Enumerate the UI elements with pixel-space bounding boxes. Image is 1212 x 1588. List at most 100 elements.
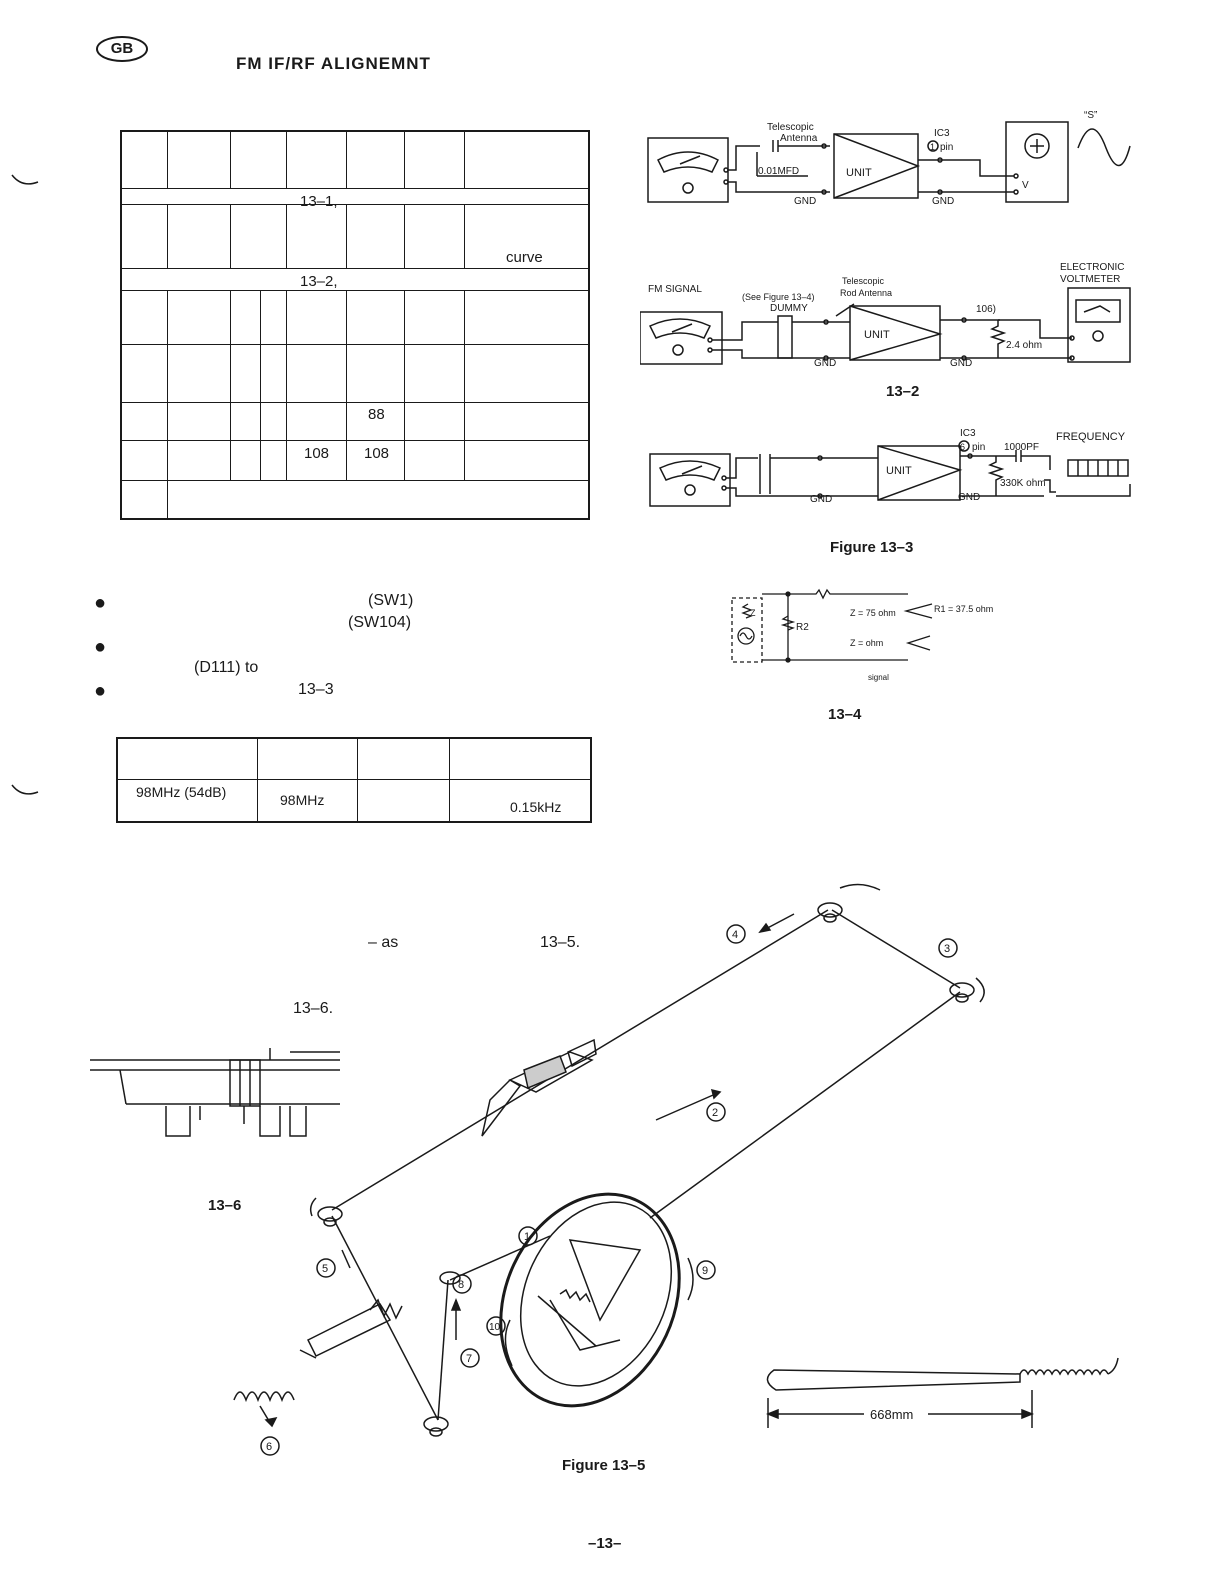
fig13-1-antenna: Antenna bbox=[780, 133, 818, 144]
signal-table: 98MHz (54dB) 98MHz 0.15kHz bbox=[116, 737, 592, 823]
bullet-3: ● bbox=[94, 680, 107, 702]
svg-text:1: 1 bbox=[524, 1231, 530, 1243]
fig13-1-telescopic: Telescopic bbox=[767, 122, 814, 133]
fig13-1-s: “S” bbox=[1084, 110, 1097, 121]
alignment-table: 13–1, curve 13–2, 88 108 108 bbox=[120, 130, 590, 520]
pulley-bottom bbox=[423, 1416, 449, 1437]
dial-pointer bbox=[481, 1038, 597, 1137]
page-number: –13– bbox=[588, 1535, 622, 1552]
callout-4: 4 bbox=[726, 924, 746, 944]
figure-13-5: 1 2 3 4 5 6 7 8 9 10 668mm bbox=[233, 883, 1119, 1456]
fig13-3-resistor: 330K ohm bbox=[1000, 478, 1046, 489]
fig13-3-cap: 1000PF bbox=[1004, 442, 1039, 453]
fig13-1-gnd-2: GND bbox=[932, 196, 954, 207]
svg-text:3: 3 bbox=[944, 943, 950, 955]
svg-text:6: 6 bbox=[266, 1441, 272, 1453]
callout-5: 5 bbox=[316, 1258, 336, 1278]
fig13-1-gnd-1: GND bbox=[794, 196, 816, 207]
svg-text:5: 5 bbox=[322, 1263, 328, 1275]
fig13-3-frequency: FREQUENCY bbox=[1056, 431, 1126, 443]
fig13-4-r2: R2 bbox=[796, 622, 809, 633]
svg-text:10: 10 bbox=[489, 1322, 501, 1333]
text-fig-13-5-ref: 13–5. bbox=[540, 934, 581, 951]
fig13-4-signal: signal bbox=[868, 673, 889, 682]
page-title: FM IF/RF ALIGNEMNT bbox=[236, 54, 431, 73]
callout-1: 1 bbox=[518, 1226, 538, 1246]
fig13-1-unit: UNIT bbox=[846, 167, 872, 179]
fig13-4-caption: 13–4 bbox=[828, 706, 862, 723]
bullet-1-sw1: (SW1) bbox=[368, 592, 414, 609]
fig13-3-gnd-2: GND bbox=[958, 492, 980, 503]
bullet-1-sw104: (SW104) bbox=[348, 614, 412, 631]
fig13-2-rod-antenna: Rod Antenna bbox=[840, 288, 892, 298]
fig13-1-cap: 0.01MFD bbox=[758, 166, 799, 177]
svg-text:9: 9 bbox=[702, 1265, 708, 1277]
bullet-2: ● bbox=[94, 636, 107, 658]
margin-mark-bottom bbox=[11, 784, 39, 795]
figure-13-1: Telescopic Antenna IC3 1 pin 0.01MFD UNI… bbox=[647, 110, 1131, 207]
fig13-1-ic3: IC3 bbox=[934, 128, 950, 139]
table2-cell-deviation: 0.15kHz bbox=[510, 799, 562, 815]
svg-text:4: 4 bbox=[732, 929, 738, 941]
fig13-2-dummy: DUMMY bbox=[770, 303, 808, 314]
pulley-mid bbox=[439, 1271, 461, 1285]
svg-text:2: 2 bbox=[712, 1107, 718, 1119]
fig13-3-pin: pin bbox=[972, 442, 985, 453]
spring bbox=[233, 1391, 295, 1403]
fig13-2-pin106: 106) bbox=[976, 304, 996, 315]
figure-13-4: Z R2 Z = 75 ohm R1 = 37.5 ohm Z = ohm si… bbox=[731, 588, 993, 682]
cord-length-drawing: 668mm bbox=[765, 1357, 1119, 1428]
svg-text:8: 8 bbox=[458, 1279, 464, 1291]
fig13-2-voltmeter: VOLTMETER bbox=[1060, 274, 1120, 285]
text-as: – as bbox=[368, 934, 399, 951]
fig13-2-caption: 13–2 bbox=[886, 383, 920, 400]
callout-9: 9 bbox=[696, 1260, 716, 1280]
fig13-4-r1: R1 = 37.5 ohm bbox=[934, 604, 993, 614]
table-cell-13-1: 13–1, bbox=[300, 193, 338, 210]
table-cell-curve: curve bbox=[506, 249, 543, 266]
table2-cell-signal: 98MHz (54dB) bbox=[136, 784, 227, 800]
tuning-shaft bbox=[299, 1298, 403, 1359]
svg-text:7: 7 bbox=[466, 1353, 472, 1365]
fig13-2-see-fig: (See Figure 13–4) bbox=[742, 292, 815, 302]
callout-3: 3 bbox=[938, 938, 958, 958]
table-cell-108-a: 108 bbox=[304, 445, 330, 462]
tuning-drum bbox=[499, 1192, 681, 1408]
fig13-3-unit: UNIT bbox=[886, 465, 912, 477]
fig13-3-gnd-1: GND bbox=[810, 494, 832, 505]
fig13-1-v: V bbox=[1022, 180, 1029, 191]
fig13-2-unit: UNIT bbox=[864, 329, 890, 341]
table2-cell-freq: 98MHz bbox=[280, 792, 325, 808]
figure-13-6 bbox=[90, 1048, 340, 1137]
callout-2: 2 bbox=[706, 1102, 726, 1122]
table-cell-108-b: 108 bbox=[364, 445, 390, 462]
fig13-2-resistor: 2.4 ohm bbox=[1006, 340, 1042, 351]
table-cell-88: 88 bbox=[368, 406, 385, 423]
fig13-1-pin-num: 1 bbox=[930, 142, 935, 152]
pulley-top bbox=[817, 902, 843, 923]
fig13-4-z75: Z = 75 ohm bbox=[850, 608, 896, 618]
fig13-3-caption: Figure 13–3 bbox=[830, 539, 914, 556]
callout-8: 8 bbox=[452, 1274, 472, 1294]
table-cell-13-2: 13–2, bbox=[300, 273, 338, 290]
text-fig-13-6-ref: 13–6. bbox=[293, 1000, 334, 1017]
fig13-2-gnd-2: GND bbox=[950, 358, 972, 369]
pulley-right bbox=[949, 982, 975, 1003]
callout-10: 10 bbox=[486, 1316, 506, 1336]
figure-13-3: 6 IC3 pin 1000PF FREQUENCY UNIT 330K ohm… bbox=[649, 428, 1131, 507]
fig13-3-pin-num: 6 bbox=[960, 442, 965, 452]
fig13-4-z: Z bbox=[750, 608, 756, 618]
fig13-6-caption: 13–6 bbox=[208, 1197, 242, 1214]
fig13-2-fm-signal: FM SIGNAL bbox=[648, 284, 702, 295]
bullet-3-fig: 13–3 bbox=[298, 681, 334, 698]
fig13-2-gnd-1: GND bbox=[814, 358, 836, 369]
fig13-5-caption: Figure 13–5 bbox=[562, 1457, 646, 1474]
callout-6: 6 bbox=[260, 1436, 280, 1456]
callout-7: 7 bbox=[460, 1348, 480, 1368]
fig13-4-z2: Z = ohm bbox=[850, 638, 883, 648]
bullet-1: ● bbox=[94, 592, 107, 614]
gb-badge: GB bbox=[96, 36, 148, 62]
pulley-left bbox=[317, 1206, 343, 1227]
fig13-3-ic3: IC3 bbox=[960, 428, 976, 439]
cord-length: 668mm bbox=[870, 1407, 913, 1422]
